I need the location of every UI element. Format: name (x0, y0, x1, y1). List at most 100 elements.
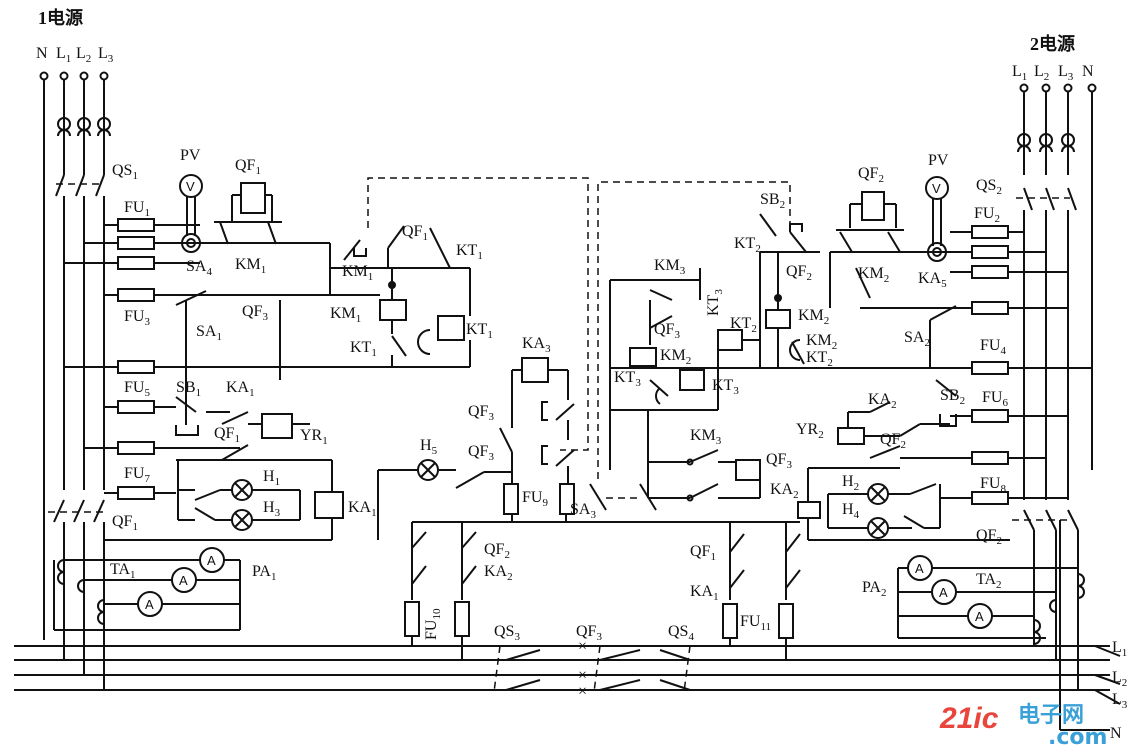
label-h4: H4 (842, 501, 860, 521)
label-sa3: SA3 (570, 501, 596, 521)
label-fu6: FU6 (982, 389, 1008, 409)
right-phase-labels: L1 L2 L3 N (1012, 63, 1094, 83)
label-km2-c: KM2 (806, 332, 837, 352)
bus-tie-switches: × × × (493, 638, 691, 700)
label-fu1: FU1 (124, 199, 150, 219)
label-qf1-low: QF1 (112, 513, 138, 533)
label-sa4: SA4 (186, 258, 212, 278)
label-h5: H5 (420, 437, 438, 457)
label-kt2-a: KT2 (734, 235, 761, 255)
label-ka1-a: KA1 (226, 379, 255, 399)
label-qf2-c: QF2 (880, 431, 906, 451)
phase-l1-left: L1 (56, 45, 71, 65)
left-source-lines (39, 71, 112, 690)
label-fu7: FU7 (124, 465, 150, 485)
label-qf2-a: QF2 (484, 541, 510, 561)
phase-n-right: N (1082, 63, 1094, 80)
label-qf2-top: QF2 (858, 165, 884, 185)
label-fu3: FU3 (124, 308, 150, 328)
watermark-logo: 21ic 电子网 .com (939, 702, 1107, 750)
svg-text:×: × (578, 638, 587, 655)
label-h3: H3 (263, 499, 281, 519)
label-yr1: YR1 (300, 427, 328, 447)
label-kt2-c: KT2 (806, 349, 833, 369)
phase-n-left: N (36, 45, 48, 62)
phase-l1-right: L1 (1012, 63, 1027, 83)
label-fu10: FU10 (423, 608, 443, 640)
label-ka5: KA5 (918, 270, 947, 290)
svg-text:V: V (186, 179, 195, 194)
label-km2-a: KM2 (858, 265, 889, 285)
label-pv2: PV (928, 152, 949, 169)
label-yr2: YR2 (796, 421, 824, 441)
bus-label-n: N (1110, 725, 1122, 742)
label-qf2-b: QF2 (786, 263, 812, 283)
left-phase-labels: N L1 L2 L3 (36, 45, 114, 65)
label-qf3-b: QF3 (468, 403, 494, 423)
label-km1-a: KM1 (235, 256, 266, 276)
label-km2-d: KM2 (660, 347, 691, 367)
source2-title: 2电源 (1030, 33, 1075, 54)
label-ka2-a: KA2 (484, 563, 513, 583)
lower-middle-feeds (404, 522, 801, 660)
label-pa2: PA2 (862, 579, 886, 599)
voltmeter-pv1: V (179, 174, 203, 253)
label-ka2-b: KA2 (868, 391, 897, 411)
ammeters-pa1: A A A (53, 547, 241, 631)
right-source-lines (1012, 83, 1097, 690)
label-ta2: TA2 (976, 571, 1002, 591)
label-sb1: SB1 (176, 379, 201, 399)
label-kt3-b: KT3 (614, 369, 641, 389)
label-qs2: QS2 (976, 177, 1002, 197)
label-qs1: QS1 (112, 162, 138, 182)
label-qf3-bus: QF3 (576, 623, 602, 643)
label-km3-b: KM3 (690, 427, 722, 447)
label-kt1-b: KT1 (350, 339, 377, 359)
km1-kt1-control (280, 177, 589, 451)
phase-l2-left: L2 (76, 45, 91, 65)
qf2-top-assembly (829, 191, 950, 308)
label-qs3: QS3 (494, 623, 520, 643)
label-qf2-low: QF2 (976, 527, 1002, 547)
label-fu11: FU11 (740, 613, 771, 633)
label-pv1: PV (180, 147, 201, 164)
svg-text:A: A (179, 573, 188, 588)
label-qs4: QS4 (668, 623, 694, 643)
label-ka3: KA3 (522, 335, 551, 355)
left-fuse-column (64, 218, 330, 500)
label-h1: H1 (263, 468, 280, 488)
label-qf1-b: QF1 (402, 223, 428, 243)
label-qf3-d: QF3 (654, 321, 680, 341)
qf1-top-assembly (200, 182, 330, 245)
label-sa1: SA1 (196, 323, 222, 343)
svg-text:×: × (578, 683, 587, 700)
phase-l2-right: L2 (1034, 63, 1049, 83)
bus-bars (14, 520, 1121, 731)
bus-label-l3: L3 (1112, 691, 1128, 711)
phase-l3-right: L3 (1058, 63, 1074, 83)
svg-text:V: V (932, 181, 941, 196)
label-pa1: PA1 (252, 563, 276, 583)
km2-kt2-control (597, 181, 930, 480)
label-kt1-a: KT1 (456, 242, 483, 262)
label-fu5: FU5 (124, 379, 150, 399)
voltmeter-pv2: V (925, 176, 949, 262)
phase-l3-left: L3 (98, 45, 114, 65)
label-fu4: FU4 (980, 337, 1006, 357)
lamp-h2-h4-branch (827, 483, 941, 539)
source1-title: 1电源 (38, 7, 83, 28)
label-sb2-a: SB2 (760, 191, 785, 211)
svg-text:A: A (145, 597, 154, 612)
svg-text:A: A (915, 561, 924, 576)
svg-text:A: A (207, 553, 216, 568)
label-qf1-top: QF1 (235, 157, 261, 177)
label-kt2-b: KT2 (730, 315, 757, 335)
label-km2-b: KM2 (798, 307, 829, 327)
svg-text:×: × (578, 667, 587, 684)
label-sb2-b: SB2 (940, 387, 965, 407)
lamp-h1-h3-branch (104, 460, 344, 541)
label-qf3-a: QF3 (242, 303, 268, 323)
svg-text:.com: .com (1048, 725, 1107, 750)
